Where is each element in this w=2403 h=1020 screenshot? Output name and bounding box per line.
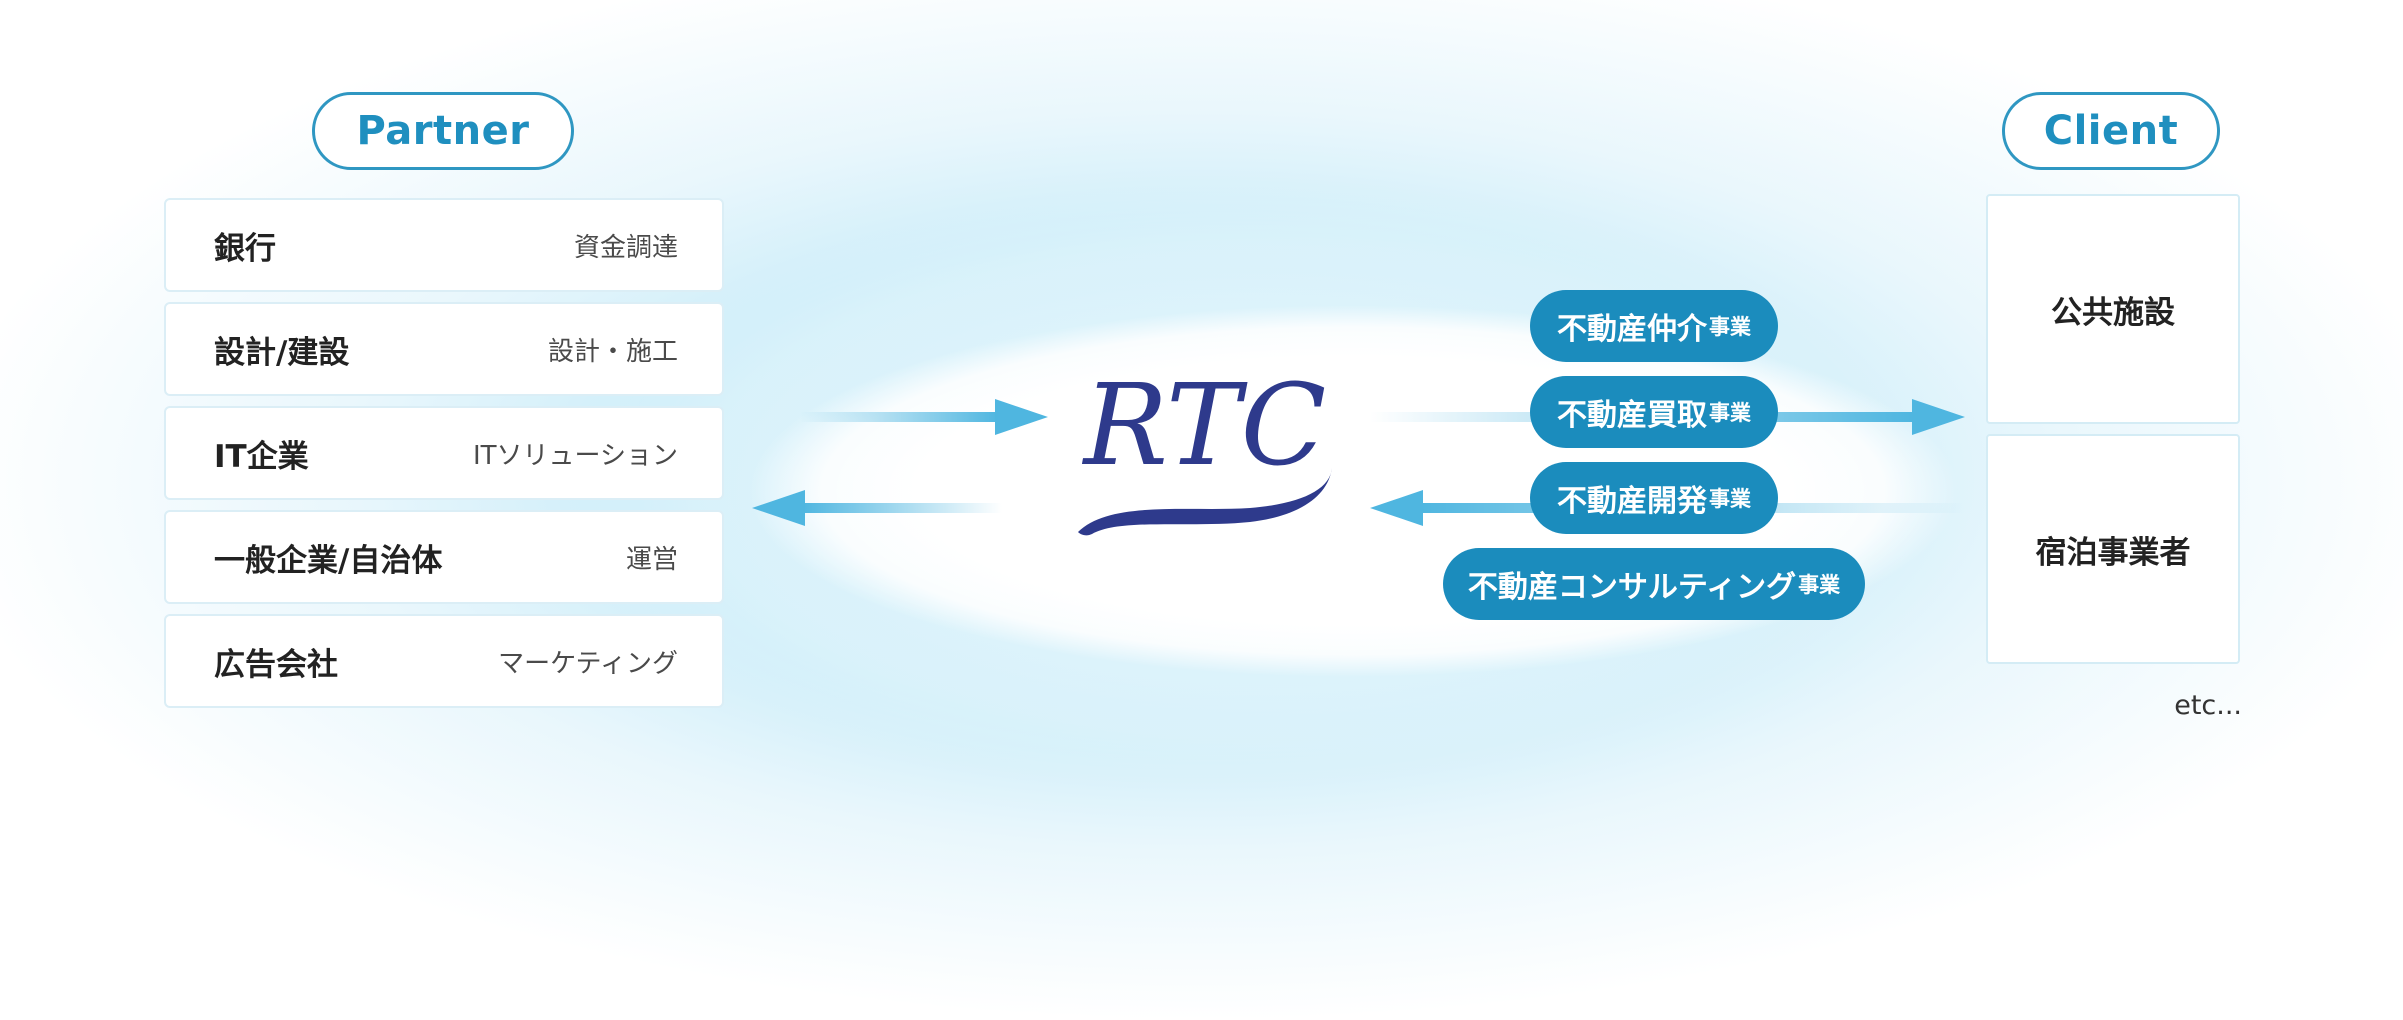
- service-pill-brokerage: 不動産仲介事業: [1530, 290, 1778, 362]
- partner-role: 設計・施工: [547, 336, 678, 367]
- service-name: 不動産コンサルティング: [1467, 570, 1797, 605]
- partner-list: 銀行 資金調達 設計/建設 設計・施工 IT企業 ITソリューション 一般企業/…: [164, 198, 724, 718]
- arrow-rtc-to-partner: [752, 490, 1002, 526]
- partner-heading: Partner: [312, 92, 574, 170]
- partner-name: 設計/建設: [214, 334, 350, 371]
- partner-card-enterprise-municipality: 一般企業/自治体 運営: [164, 510, 724, 604]
- client-heading: Client: [2002, 92, 2220, 170]
- client-card-lodging-operators: 宿泊事業者: [1986, 434, 2240, 664]
- service-suffix: 事業: [1709, 487, 1751, 511]
- partner-card-it-company: IT企業 ITソリューション: [164, 406, 724, 500]
- partner-name: 一般企業/自治体: [214, 542, 443, 579]
- arrow-partner-to-rtc: [800, 399, 1048, 435]
- service-suffix: 事業: [1798, 573, 1841, 597]
- partner-card-design-construction: 設計/建設 設計・施工: [164, 302, 724, 396]
- service-pill-purchase: 不動産買取事業: [1530, 376, 1778, 448]
- service-name: 不動産買取: [1557, 398, 1707, 433]
- logo-swash: [1078, 468, 1332, 536]
- service-pill-development: 不動産開発事業: [1530, 462, 1778, 534]
- client-card-public-facilities: 公共施設: [1986, 194, 2240, 424]
- partner-name: IT企業: [214, 438, 309, 475]
- partner-card-ad-agency: 広告会社 マーケティング: [164, 614, 724, 708]
- partner-role: 資金調達: [573, 232, 678, 263]
- partner-card-bank: 銀行 資金調達: [164, 198, 724, 292]
- service-suffix: 事業: [1709, 315, 1751, 339]
- service-suffix: 事業: [1709, 401, 1751, 425]
- service-name: 不動産開発: [1557, 484, 1707, 519]
- rtc-logo: RTC: [1078, 372, 1332, 536]
- rtc-logo-text: RTC: [1082, 372, 1327, 491]
- partner-role: ITソリューション: [472, 440, 678, 471]
- client-etc-label: etc...: [2174, 690, 2242, 721]
- partner-role: 運営: [625, 544, 678, 575]
- service-name: 不動産仲介: [1557, 312, 1707, 347]
- partner-role: マーケティング: [498, 648, 678, 679]
- partner-name: 銀行: [214, 230, 276, 267]
- service-pill-consulting: 不動産コンサルティング事業: [1443, 548, 1865, 620]
- partner-name: 広告会社: [214, 646, 338, 683]
